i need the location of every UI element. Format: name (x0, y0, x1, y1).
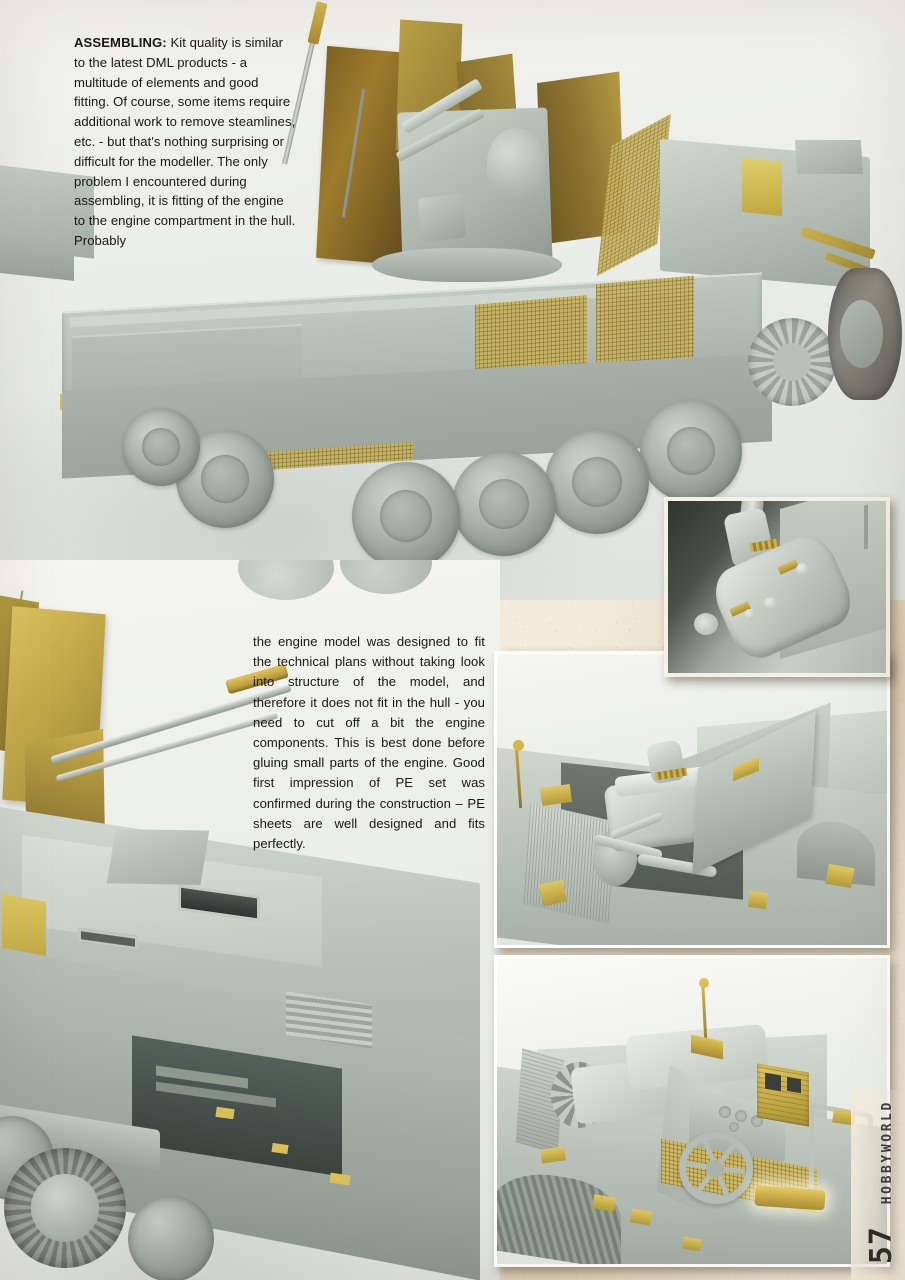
ins-engine-boss-2 (764, 597, 777, 610)
drive-sprocket (748, 318, 836, 406)
br-brass-clip-5 (832, 1108, 856, 1126)
turret-ring-base (372, 248, 562, 282)
road-wheel-3 (352, 462, 460, 570)
br-antenna-knob (699, 978, 709, 988)
photo-inset-content (668, 501, 886, 673)
br-pe-box-aperture-2 (787, 1076, 801, 1094)
cab-brass-plate (742, 157, 782, 217)
background-wheel-left (238, 560, 334, 600)
br-gauge-1 (719, 1106, 731, 1118)
section-body-engine-continuation: the engine model was designed to fit the… (253, 634, 485, 852)
road-wheel-4 (452, 452, 556, 556)
road-wheel-1 (122, 408, 200, 486)
photo-mid-right-engine-bay (494, 651, 890, 948)
photo-bottom-left-content (0, 560, 500, 1280)
body-text-assembling: ASSEMBLING: Kit quality is similar to th… (74, 33, 296, 251)
page-number: 57 (864, 1225, 899, 1264)
photo-bottom-right-content (497, 958, 887, 1264)
brand-block: HOBBYWORLD 57 (855, 1100, 901, 1270)
photo-bottom-left-front-view (0, 560, 500, 1280)
section-lead-label-assembling: ASSEMBLING: (74, 35, 167, 50)
br-pe-box-aperture-1 (765, 1072, 781, 1092)
ins-hull-wall-rib (864, 504, 868, 550)
mr-brass-clip-3 (747, 890, 769, 910)
photo-inset-engine-closeup (664, 497, 890, 677)
ins-mount-bracket (694, 613, 718, 635)
brand-wordmark: HOBBYWORLD (880, 1100, 895, 1205)
bl-front-tyre (4, 1148, 126, 1268)
background-wheel-right (340, 560, 432, 594)
ins-engine-boss-1 (796, 563, 809, 576)
road-wheel-6 (640, 400, 742, 502)
mr-brass-clip-2 (825, 863, 855, 889)
photo-bottom-right-driver-compartment (494, 955, 890, 1267)
br-gauge-4 (729, 1122, 739, 1132)
section-body-assembling: Kit quality is similar to the latest DML… (74, 35, 296, 248)
mr-antenna-knob (513, 740, 524, 751)
gunner-seat (417, 193, 467, 243)
br-gauge-2 (735, 1110, 747, 1122)
road-wheel-5 (545, 430, 649, 534)
photo-mid-right-content (497, 654, 887, 945)
cab-open-hatch (794, 139, 864, 175)
gun-muzzle-brake-brass (307, 1, 328, 45)
bl-roof-hatch (106, 829, 210, 885)
front-road-tyre (828, 268, 902, 400)
body-text-engine-continuation: the engine model was designed to fit the… (253, 632, 485, 854)
gun-ammo-drum (487, 128, 545, 204)
bl-road-wheel-2 (128, 1196, 214, 1280)
photo-top-content (0, 0, 905, 600)
ins-engine-boss-3 (744, 609, 755, 620)
